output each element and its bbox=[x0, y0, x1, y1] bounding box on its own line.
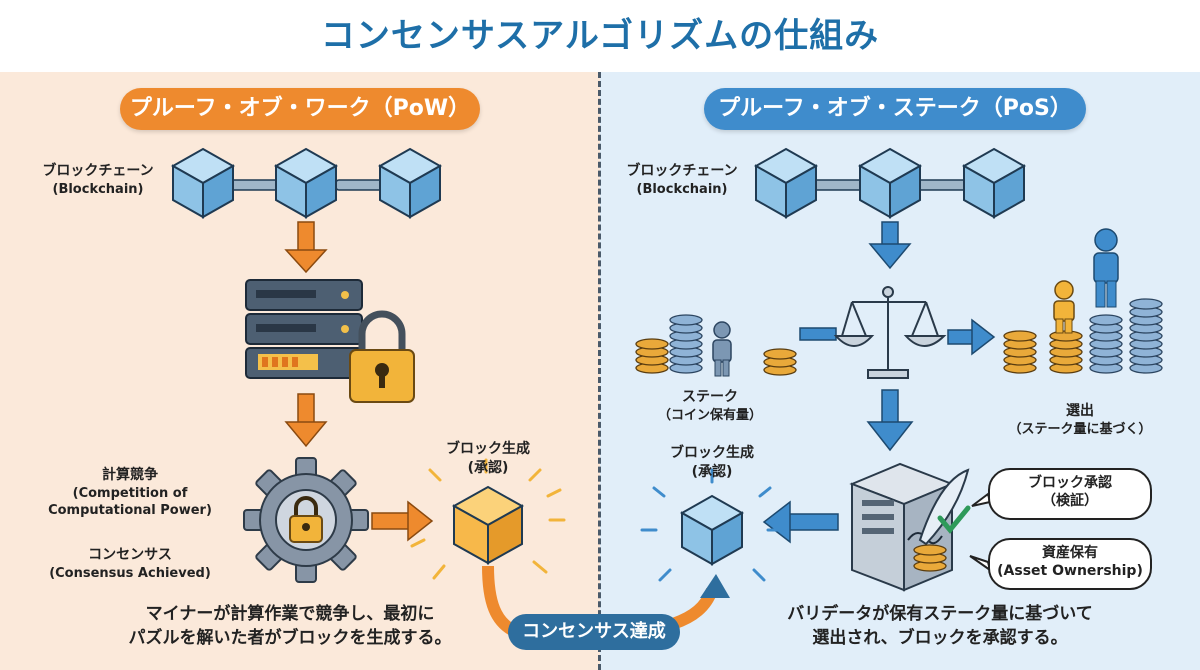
arrow-icon bbox=[284, 393, 328, 448]
pow-consensus-label: コンセンサス (Consensus Achieved) bbox=[40, 546, 220, 582]
pow-header: プルーフ・オブ・ワーク（PoW） bbox=[120, 88, 480, 130]
label-text: ブロック生成 bbox=[446, 441, 530, 457]
cube-icon bbox=[963, 148, 1025, 218]
label-text: 選出 bbox=[1066, 403, 1094, 419]
pos-block-label: ブロック生成 (承認) bbox=[652, 444, 772, 482]
bubble-tail bbox=[969, 555, 992, 573]
pow-blockchain-label: ブロックチェーン (Blockchain) bbox=[36, 162, 160, 198]
cube-icon bbox=[275, 148, 337, 218]
desc-line: パズルを解いた者がブロックを生成する。 bbox=[128, 628, 452, 648]
label-text: ブロックチェーン bbox=[42, 163, 154, 179]
label-sub: （ステーク量に基づく） bbox=[1008, 422, 1152, 437]
bubble-block-approval: ブロック承認 （検証） bbox=[988, 468, 1152, 520]
pow-description: マイナーが計算作業で競争し、最初に パズルを解いた者がブロックを生成する。 bbox=[90, 602, 490, 650]
server-icon bbox=[245, 279, 363, 379]
pos-description: バリデータが保有ステーク量に基づいて 選出され、ブロックを承認する。 bbox=[740, 602, 1140, 650]
pos-header: プルーフ・オブ・ステーク（PoS） bbox=[704, 88, 1086, 130]
bubble-text: （検証） bbox=[1042, 493, 1098, 509]
arrow-icon bbox=[866, 389, 914, 452]
label-sub: (承認) bbox=[691, 464, 733, 480]
pos-blockchain-label: ブロックチェーン (Blockchain) bbox=[620, 162, 744, 198]
label-sub: (Blockchain) bbox=[636, 182, 728, 197]
cube-icon bbox=[379, 148, 441, 218]
person-icon bbox=[1093, 228, 1119, 308]
label-text: ブロック生成 bbox=[670, 445, 754, 461]
coin-stack-icon bbox=[1003, 298, 1163, 374]
label-text: コンセンサス bbox=[88, 547, 172, 563]
label-sub: (承認) bbox=[467, 460, 509, 476]
consensus-reached-badge: コンセンサス達成 bbox=[508, 614, 680, 650]
pos-select-label: 選出 （ステーク量に基づく） bbox=[990, 402, 1170, 438]
label-sub: （コイン保有量） bbox=[657, 408, 762, 423]
label-sub: (Blockchain) bbox=[52, 182, 144, 197]
label-text: ブロックチェーン bbox=[626, 163, 738, 179]
check-icon bbox=[937, 505, 971, 534]
cube-icon bbox=[453, 486, 523, 564]
desc-line: マイナーが計算作業で競争し、最初に bbox=[145, 604, 435, 624]
arrow-icon bbox=[868, 221, 912, 270]
gear-icon bbox=[243, 457, 369, 583]
scale-icon bbox=[833, 286, 947, 379]
glow-rays bbox=[640, 468, 784, 582]
person-icon bbox=[712, 321, 732, 377]
cube-icon bbox=[859, 148, 921, 218]
bubble-text: (Asset Ownership) bbox=[997, 563, 1143, 579]
arrow-icon bbox=[799, 327, 837, 341]
pow-block-label: ブロック生成 (承認) bbox=[430, 440, 546, 478]
coin-stack-icon bbox=[913, 544, 947, 572]
page-title: コンセンサスアルゴリズムの仕組み bbox=[320, 16, 880, 56]
label-sub: (Consensus Achieved) bbox=[49, 566, 211, 581]
bubble-text: 資産保有 bbox=[1042, 545, 1098, 561]
cube-icon bbox=[755, 148, 817, 218]
arrow-icon bbox=[700, 574, 730, 598]
bubble-asset-ownership: 資産保有 (Asset Ownership) bbox=[988, 538, 1152, 590]
arrow-icon bbox=[947, 318, 996, 356]
panel-divider bbox=[598, 72, 601, 670]
cube-icon bbox=[681, 495, 743, 565]
arrow-icon bbox=[371, 500, 434, 542]
label-text: ステーク bbox=[682, 389, 738, 405]
pow-compute-label: 計算競争 (Competition of Computational Power… bbox=[40, 466, 220, 519]
label-text: 計算競争 bbox=[102, 467, 158, 483]
label-sub: (Competition of Computational Power) bbox=[48, 486, 212, 518]
glow-rays bbox=[410, 458, 566, 580]
pos-stake-label: ステーク （コイン保有量） bbox=[650, 388, 770, 424]
quill-icon bbox=[918, 468, 970, 546]
bubble-text: ブロック承認 bbox=[1028, 475, 1112, 491]
desc-line: 選出され、ブロックを承認する。 bbox=[812, 628, 1068, 648]
desc-line: バリデータが保有ステーク量に基づいて bbox=[787, 604, 1093, 624]
lock-icon bbox=[349, 310, 415, 403]
arrow-icon bbox=[284, 221, 328, 274]
person-icon bbox=[1053, 280, 1075, 334]
cube-icon bbox=[172, 148, 234, 218]
arrow-icon bbox=[762, 500, 839, 544]
